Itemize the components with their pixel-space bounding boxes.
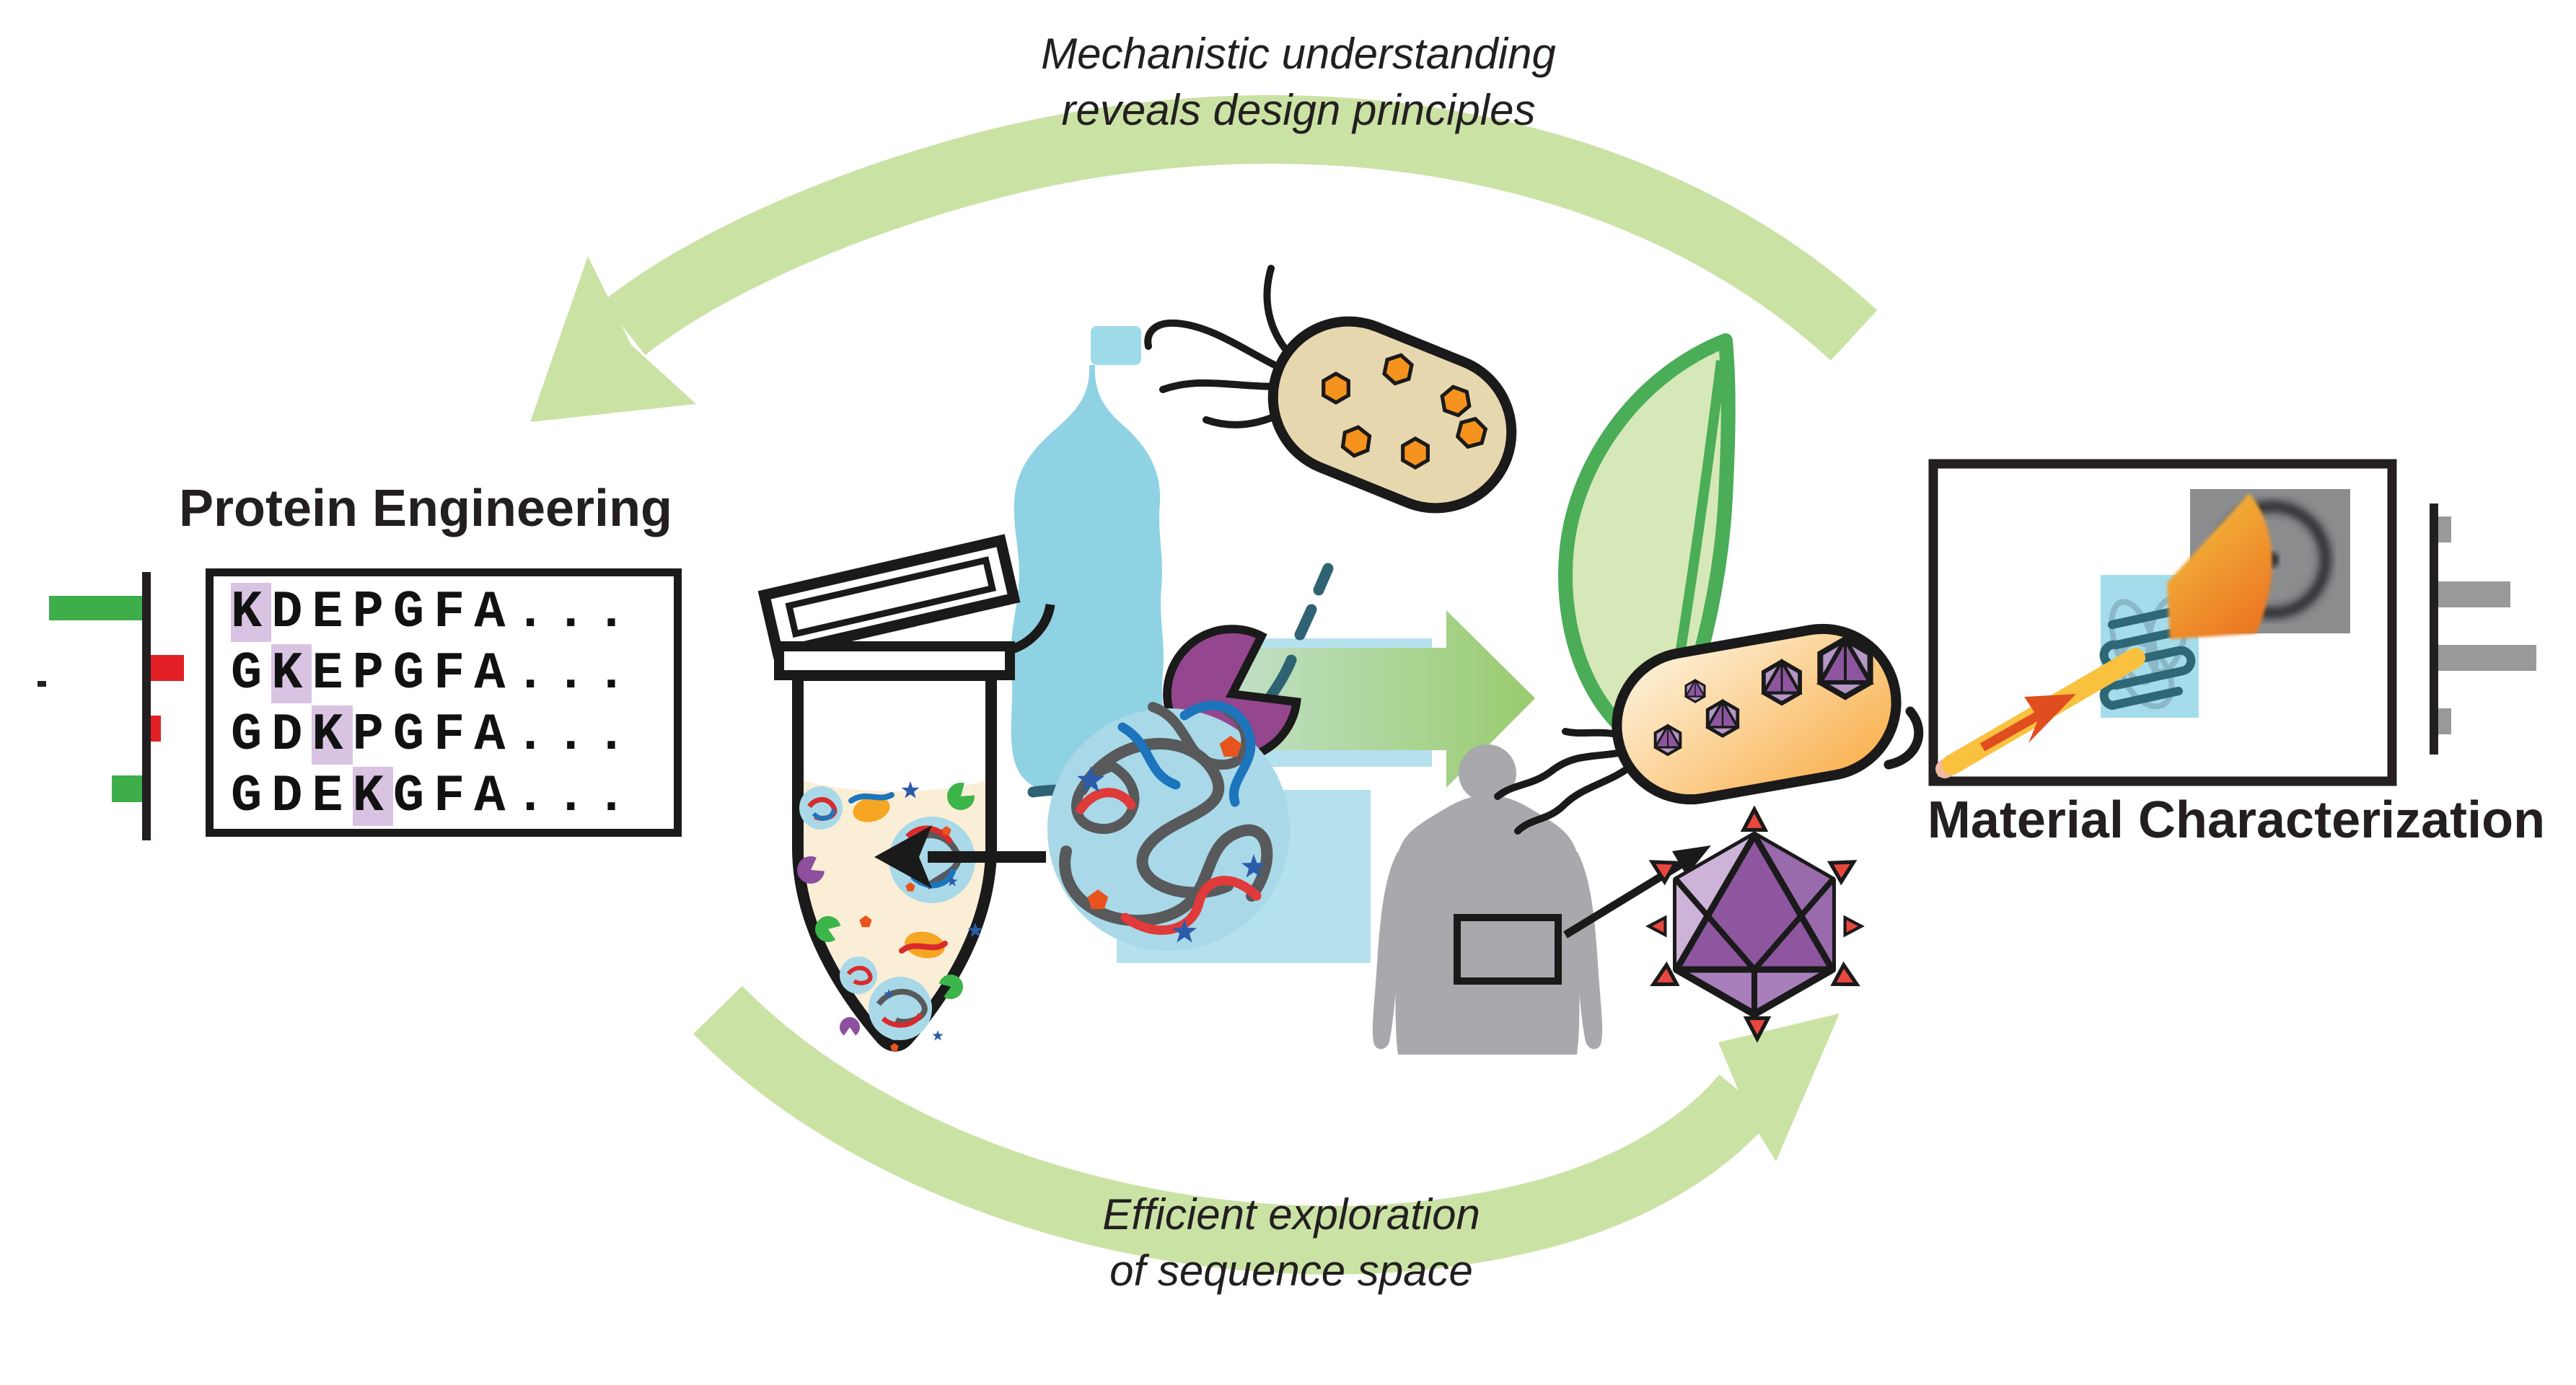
fitness-bar-3: [151, 716, 161, 742]
implant-site-rectangle-icon: [1454, 914, 1562, 985]
scattering-box-icon: [1928, 459, 2397, 786]
bottom-caption-line2: of sequence space: [1109, 1246, 1473, 1295]
fitness-bar-4: [112, 775, 143, 802]
human-silhouette-icon: [1372, 744, 1603, 1055]
zoom-arrow-icon: [874, 825, 1046, 889]
flagellum: [1514, 758, 1640, 835]
mini-capsid-icon: [1656, 726, 1681, 755]
cleaved-chain-dash: [1294, 604, 1317, 641]
fitness-bar-1: [49, 596, 142, 620]
cycle-arrow-bottom-icon: [693, 985, 1839, 1275]
flagellum: [1494, 747, 1635, 800]
sequence-row: GDKPGFA...: [231, 705, 674, 766]
material-characterization-title: Material Characterization: [1927, 791, 2546, 849]
top-caption-line1: Mechanistic understanding: [1041, 30, 1556, 78]
virus-capsid-icon: [1647, 809, 1862, 1039]
protein-engineering-title: Protein Engineering: [178, 480, 673, 537]
sequence-row: GKEPGFA...: [231, 643, 674, 705]
protein-condensate-icon: [1047, 700, 1290, 951]
sequence-row: GDEKGFA...: [231, 766, 674, 827]
degrader-bacterium-icon: [1144, 265, 1517, 514]
cargo-hexagon: [1324, 374, 1349, 403]
seq-post: EPGFA...: [312, 644, 637, 703]
membrane-curl: [1883, 706, 1924, 770]
cleaved-chain-dash: [1313, 563, 1334, 596]
cargo-hexagon: [1403, 439, 1428, 467]
mini-capsid-icon: [1820, 639, 1870, 697]
seq-post: GFA...: [392, 767, 637, 826]
intensity-axis: [2430, 504, 2438, 755]
top-cycle-caption: Mechanistic understanding reveals design…: [837, 26, 1760, 138]
sequence-row: KDEPGFA...: [231, 582, 674, 643]
seq-post: PGFA...: [352, 705, 637, 765]
mini-capsid-icon: [1764, 661, 1800, 703]
scattering-cone-icon: [2167, 493, 2272, 639]
seq-highlight: K: [352, 767, 393, 826]
intensity-bar-3: [2438, 645, 2536, 671]
seq-highlight: K: [271, 644, 312, 703]
seq-highlight: K: [231, 583, 272, 642]
mini-capsid-icon: [1686, 680, 1705, 702]
seq-post: DEPGFA...: [271, 583, 637, 642]
intensity-bar-1: [2438, 516, 2451, 542]
intensity-bar-4: [2438, 708, 2451, 734]
mini-capsid-icon: [1707, 701, 1738, 736]
fitness-axis: [142, 572, 151, 840]
seq-pre: GDE: [231, 767, 353, 826]
top-caption-line2: reveals design principles: [1061, 86, 1536, 134]
fitness-bars-icon: [38, 572, 184, 840]
microcentrifuge-tube-icon: [757, 534, 1055, 1052]
tube-rim: [774, 641, 1015, 680]
seq-pre: G: [231, 644, 272, 703]
cycle-arrow-top-icon: [530, 95, 1878, 422]
fitness-bar-2: [151, 655, 184, 681]
plastic-bottle-icon: [1011, 326, 1165, 791]
engineered-bacterium-icon: [1494, 623, 1924, 835]
intensity-bars-icon: [2430, 504, 2536, 755]
seq-pre: GD: [231, 705, 312, 765]
intensity-bar-2: [2438, 581, 2510, 607]
bottom-cycle-caption: Efficient exploration of sequence space: [830, 1187, 1753, 1299]
seq-highlight: K: [312, 705, 353, 765]
bottom-caption-line1: Efficient exploration: [1102, 1190, 1480, 1239]
sequence-alignment-box: KDEPGFA... GKEPGFA... GDKPGFA... GDEKGFA…: [206, 568, 682, 837]
axis-tick: [38, 681, 46, 687]
flagellum: [1144, 319, 1301, 379]
xray-beam-icon: [1935, 648, 2145, 778]
